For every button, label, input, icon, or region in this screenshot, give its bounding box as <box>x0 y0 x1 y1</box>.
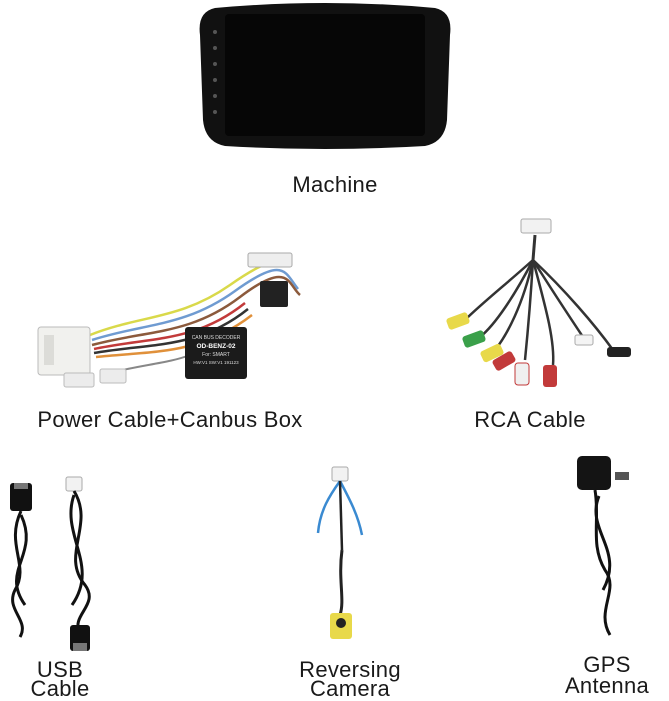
gps-label-line2: Antenna <box>564 673 650 698</box>
camera-item: Reversing Camera <box>280 455 420 701</box>
rca-cable-image <box>446 218 631 387</box>
usb-cable-label-line1: USB <box>36 657 84 682</box>
rca-cable-label: RCA Cable <box>474 407 586 432</box>
machine-label: Machine <box>292 172 378 197</box>
canbus-line3: For: SMART <box>202 352 230 358</box>
canbus-line1: CAN BUS DECODER <box>192 335 241 341</box>
usb-cable-item: USB Cable <box>0 455 130 701</box>
camera-label-line1: Reversing <box>299 657 401 682</box>
canbus-line2: OD-BENZ-02 <box>196 343 235 350</box>
machine-item: Machine <box>195 0 455 210</box>
gps-item: GPS Antenna <box>545 450 669 700</box>
power-harness-image: CAN BUS DECODER OD-BENZ-02 For: SMART HW… <box>37 252 301 388</box>
gps-antenna-image <box>577 456 629 636</box>
power-cable-item: CAN BUS DECODER OD-BENZ-02 For: SMART HW… <box>0 240 340 440</box>
gps-label-line1: GPS <box>583 652 631 677</box>
usb-cable-image <box>10 476 91 651</box>
power-cable-label: Power Cable+Canbus Box <box>37 407 303 432</box>
rca-cable-item: RCA Cable <box>420 215 640 445</box>
canbus-line4: HW:V1 SW:V1 191123 <box>193 360 239 365</box>
usb-cable-label-line2: Cable <box>30 676 90 701</box>
head-unit-image <box>199 3 451 149</box>
camera-label-line2: Camera <box>309 676 391 701</box>
camera-cable-image <box>316 466 364 639</box>
